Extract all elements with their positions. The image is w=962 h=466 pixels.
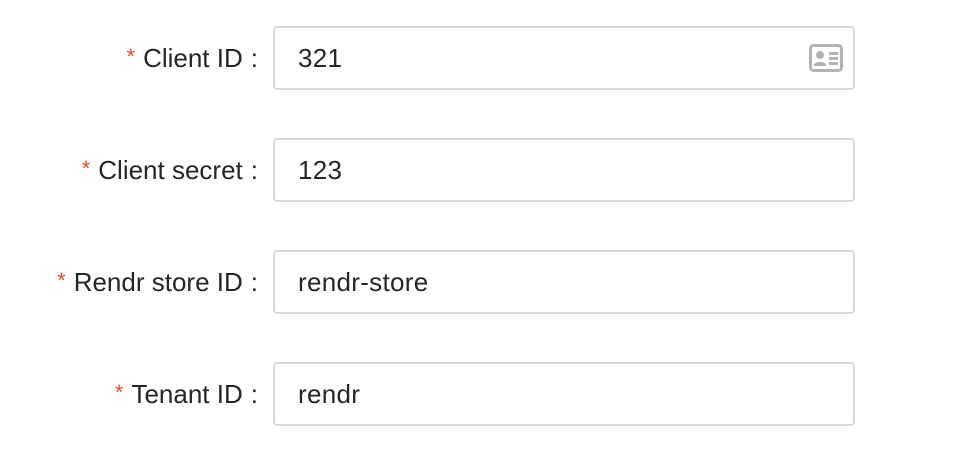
tenant-id-input[interactable] bbox=[273, 362, 855, 426]
client-secret-input[interactable] bbox=[273, 138, 855, 202]
contacts-card-icon[interactable] bbox=[809, 44, 843, 72]
rendr-store-id-label-text: Rendr store ID bbox=[73, 267, 243, 297]
tenant-id-label: * Tenant ID: bbox=[115, 362, 258, 426]
label-colon: : bbox=[250, 43, 258, 73]
client-id-input[interactable] bbox=[273, 26, 855, 90]
label-colon: : bbox=[250, 267, 258, 297]
required-mark: * bbox=[114, 380, 124, 405]
form-row-rendr-store-id: * Rendr store ID: bbox=[0, 250, 962, 314]
client-secret-label-text: Client secret bbox=[98, 155, 243, 185]
required-mark: * bbox=[126, 44, 136, 69]
form-row-client-secret: * Client secret: bbox=[0, 138, 962, 202]
rendr-store-id-input[interactable] bbox=[273, 250, 855, 314]
client-secret-label: * Client secret: bbox=[82, 138, 258, 202]
form-row-tenant-id: * Tenant ID: bbox=[0, 362, 962, 426]
form-row-client-id: * Client ID: bbox=[0, 26, 962, 90]
required-mark: * bbox=[57, 268, 66, 293]
label-colon: : bbox=[250, 379, 258, 409]
client-id-label: * Client ID: bbox=[127, 26, 259, 90]
client-id-label-text: Client ID bbox=[143, 43, 243, 73]
tenant-id-label-text: Tenant ID bbox=[131, 379, 243, 409]
required-mark: * bbox=[81, 156, 91, 181]
label-colon: : bbox=[250, 155, 258, 185]
rendr-store-id-label: * Rendr store ID: bbox=[57, 250, 258, 314]
